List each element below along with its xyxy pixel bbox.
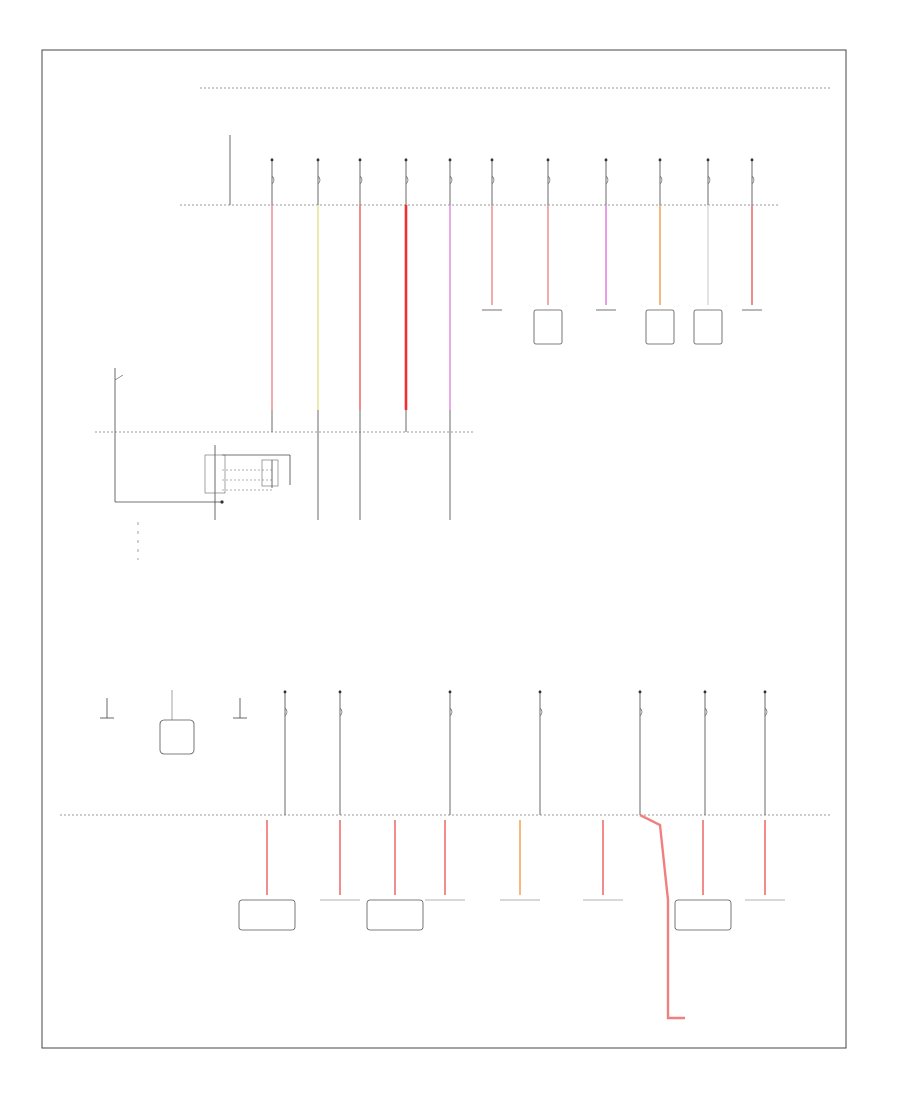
bottom-load-group — [238, 820, 785, 931]
bottom-fuse — [638, 690, 643, 815]
bottom-fuse — [703, 690, 708, 815]
top-load — [533, 309, 563, 345]
bottom-load — [745, 820, 785, 901]
bottom-load — [238, 820, 296, 931]
top-fuse — [404, 158, 409, 432]
bottom-fuse — [448, 690, 453, 815]
top-fuse — [316, 158, 321, 432]
top-load — [645, 309, 675, 345]
bottom-load — [320, 820, 360, 901]
top-fuse — [546, 158, 551, 305]
bottom-fuse — [338, 690, 343, 815]
top-fuse — [490, 158, 495, 305]
top-fuse — [448, 158, 453, 432]
top-fuse — [706, 158, 711, 305]
bottom-load — [366, 820, 424, 931]
bottom-load — [500, 820, 540, 901]
bottom-fuse — [283, 690, 288, 815]
top-fuse — [750, 158, 755, 305]
return-wire — [639, 813, 685, 1020]
diagram-frame — [41, 49, 847, 1049]
top-fuse — [358, 158, 363, 432]
bottom-load — [583, 820, 623, 901]
top-fuse-group — [270, 158, 755, 432]
top-fuse — [658, 158, 663, 305]
bottom-fuse — [763, 690, 768, 815]
top-load-group — [482, 309, 762, 345]
module-feed-fuse — [114, 374, 124, 381]
bottom-fuse-group — [283, 690, 768, 815]
bottom-load — [425, 820, 465, 901]
bottom-left-grounds — [100, 690, 247, 755]
bottom-left-module — [159, 719, 195, 755]
bottom-load — [674, 820, 732, 931]
bottom-fuse — [538, 690, 543, 815]
relay-symbol — [204, 445, 291, 520]
top-fuse — [270, 158, 275, 432]
top-load — [693, 309, 723, 345]
top-fuse — [604, 158, 609, 305]
